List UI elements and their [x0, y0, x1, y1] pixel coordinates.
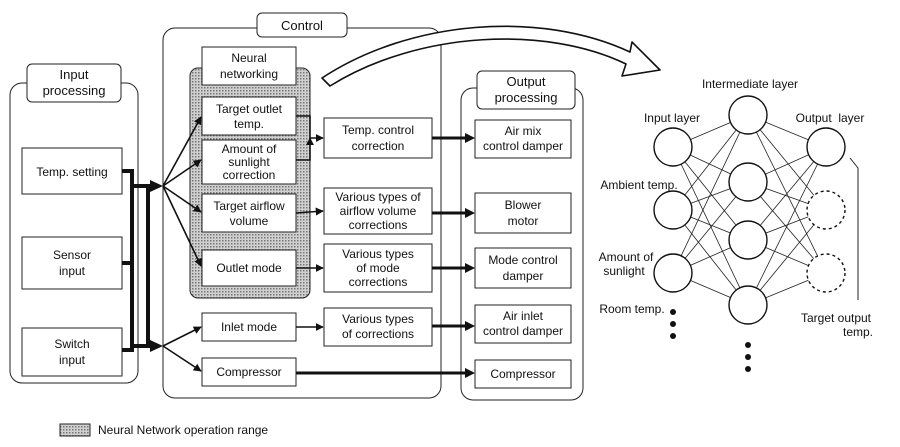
intermediate-layer-label: Intermediate layer	[702, 77, 798, 91]
hidden-node-1	[728, 95, 768, 135]
blower-motor-box	[474, 192, 572, 234]
sensor-input-box	[21, 236, 123, 290]
sunlight-label-2: sunlight	[603, 264, 645, 278]
control-to-correction-arrows	[295, 115, 324, 331]
neural-networking-box	[201, 46, 297, 86]
various-corrections-line1: Various types	[342, 312, 414, 326]
outlet-mode-label: Outlet mode	[216, 261, 282, 275]
target-output-label-1: Target output	[801, 311, 872, 325]
input-layer-nodes	[653, 127, 693, 293]
output-compressor-label: Compressor	[490, 367, 555, 381]
hidden-node-4	[728, 285, 768, 325]
bus-arrowhead-lower	[150, 340, 163, 352]
curved-arrow-body	[321, 25, 661, 87]
sunlight-correction-line1: Amount of	[222, 142, 277, 156]
temp-setting-box	[21, 147, 123, 195]
various-corrections-line2: of corrections	[342, 327, 414, 341]
target-outlet-temp-box	[201, 96, 297, 136]
correction-to-output-arrows	[296, 136, 466, 375]
inlet-mode-box	[201, 312, 297, 342]
switch-input-label-1: Switch	[54, 337, 89, 351]
blower-motor-line1: Blower	[505, 198, 542, 212]
airflow-corrections-box	[323, 187, 433, 235]
switch-input-label-2: input	[59, 353, 86, 367]
air-mix-damper-line2: control damper	[483, 139, 563, 153]
output-node-1	[806, 127, 846, 167]
legend-label: Neural Network operation range	[98, 423, 268, 437]
air-mix-damper-line1: Air mix	[505, 124, 542, 138]
sunlight-correction-box	[201, 139, 297, 185]
neural-networking-line1: Neural	[231, 51, 266, 65]
mode-control-damper-line2: damper	[503, 269, 544, 283]
airflow-corrections-line2: airflow volume	[340, 204, 417, 218]
output-layer-nodes	[806, 127, 846, 293]
sunlight-label-1: Amount of	[599, 250, 654, 264]
target-outlet-temp-line2: temp.	[234, 117, 264, 131]
network-connections	[672, 114, 827, 306]
switch-input-box	[21, 327, 123, 377]
control-title-box	[256, 12, 348, 38]
sunlight-correction-line3: correction	[223, 168, 276, 182]
more-nodes-dots	[670, 309, 751, 372]
input-node-2	[653, 190, 693, 230]
control-compressor-label: Compressor	[216, 365, 281, 379]
input-node-1	[653, 127, 693, 167]
ambient-temp-label: Ambient temp.	[600, 178, 677, 192]
inlet-mode-label: Inlet mode	[221, 320, 277, 334]
fanout-arrows	[162, 116, 202, 372]
output-processing-title-box	[476, 70, 576, 110]
sensor-input-label-1: Sensor	[53, 248, 91, 262]
input-node-3	[653, 253, 693, 293]
target-airflow-line1: Target airflow	[213, 199, 285, 213]
temp-control-correction-line1: Temp. control	[342, 123, 414, 137]
airflow-corrections-line3: corrections	[349, 218, 408, 232]
input-processing-title-line2: processing	[43, 83, 106, 98]
airflow-corrections-line1: Various types of	[335, 190, 421, 204]
hidden-layer-nodes	[728, 95, 768, 325]
air-mix-damper-box	[474, 119, 572, 159]
mode-corrections-line3: corrections	[349, 275, 408, 289]
output-layer-label: Output layer	[796, 111, 865, 125]
air-inlet-damper-line1: Air inlet	[503, 309, 544, 323]
output-node-2-dashed	[806, 190, 846, 230]
output-processing-title-line2: processing	[495, 90, 558, 105]
target-airflow-line2: volume	[230, 214, 269, 228]
target-output-label-2: temp.	[843, 325, 873, 339]
control-title: Control	[281, 18, 323, 33]
output-processing-title-line1: Output	[506, 74, 545, 89]
target-outlet-temp-line1: Target outlet	[216, 102, 283, 116]
blower-motor-line2: motor	[508, 214, 539, 228]
hidden-node-3	[728, 220, 768, 260]
air-inlet-damper-box	[474, 304, 572, 344]
input-layer-label: Input layer	[644, 111, 700, 125]
neural-networking-line2: networking	[220, 67, 278, 81]
output-compressor-box	[474, 359, 572, 389]
temp-setting-label: Temp. setting	[36, 165, 107, 179]
temp-control-correction-box	[323, 117, 433, 159]
various-corrections-box	[323, 307, 433, 347]
mode-corrections-line2: of mode	[356, 261, 400, 275]
sensor-input-label-2: input	[59, 264, 86, 278]
hidden-node-2	[728, 162, 768, 202]
bus-arrowhead-upper	[150, 180, 163, 192]
mode-corrections-line1: Various types	[342, 247, 414, 261]
output-node-3-dashed	[806, 253, 846, 293]
input-processing-title-box	[26, 63, 122, 103]
room-temp-label: Room temp.	[599, 302, 664, 316]
output-bracket	[849, 157, 859, 300]
output-arrowheads	[465, 133, 475, 378]
sunlight-correction-line2: sunlight	[228, 155, 270, 169]
temp-control-correction-line2: correction	[352, 139, 405, 153]
input-bus-lines	[122, 169, 150, 352]
input-processing-title-line1: Input	[60, 67, 89, 82]
mode-control-damper-line1: Mode control	[488, 253, 557, 267]
mode-corrections-box	[323, 243, 433, 293]
legend-swatch	[59, 423, 91, 437]
air-inlet-damper-line2: control damper	[483, 324, 563, 338]
